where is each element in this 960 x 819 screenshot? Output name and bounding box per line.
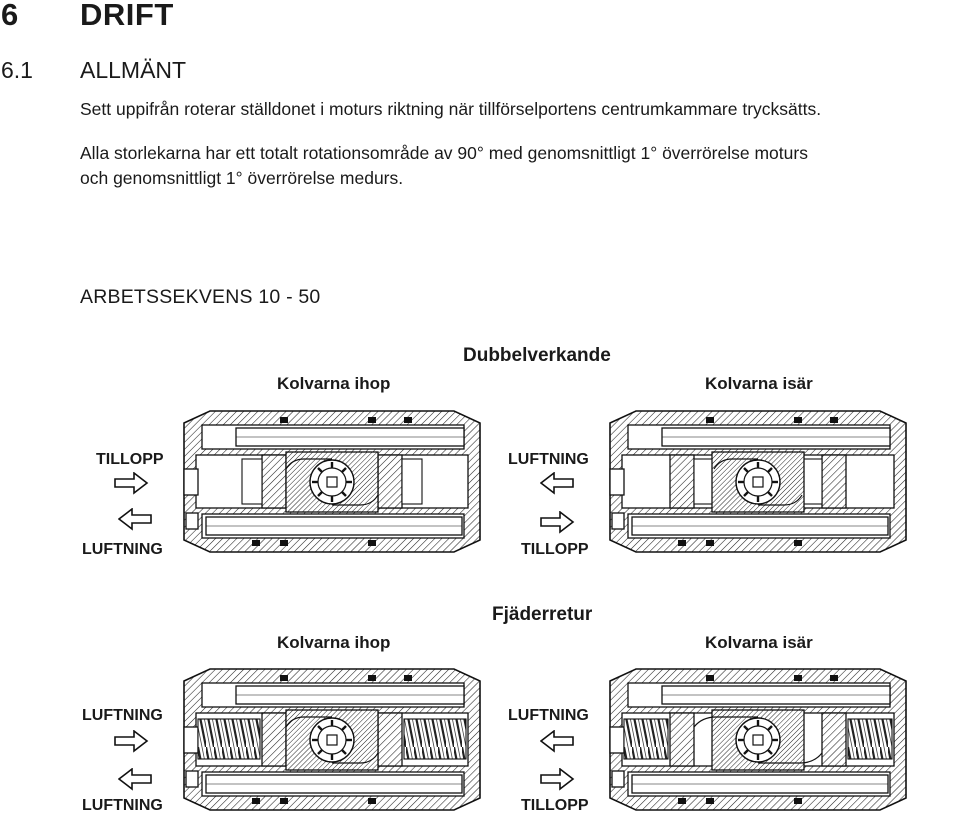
left-arrow-icon xyxy=(540,730,574,752)
paragraph-range-line2: och genomsnittligt 1° överrörelse medurs… xyxy=(80,168,404,188)
right-arrow-icon xyxy=(540,768,574,790)
spring-return-right-top-port: LUFTNING xyxy=(508,707,589,724)
double-acting-right-top-port: LUFTNING xyxy=(508,451,589,468)
spring-return-left-caption: Kolvarna ihop xyxy=(277,633,391,652)
section-number: 6 xyxy=(1,0,19,32)
right-arrow-icon xyxy=(540,511,574,533)
right-arrow-icon xyxy=(114,730,148,752)
subsection-title: ALLMÄNT xyxy=(80,57,187,83)
double-acting-left-bottom-port: LUFTNING xyxy=(82,541,163,558)
right-arrow-icon xyxy=(114,472,148,494)
spring-return-left-bottom-port: LUFTNING xyxy=(82,797,163,814)
spring-return-right-caption: Kolvarna isär xyxy=(705,633,813,652)
actuator-double-acting-pistons-together xyxy=(183,410,481,553)
double-acting-left-top-port: TILLOPP xyxy=(96,451,164,468)
spring-return-title: Fjäderretur xyxy=(492,604,593,625)
left-arrow-icon xyxy=(540,472,574,494)
double-acting-right-bottom-port: TILLOPP xyxy=(521,541,589,558)
spring-return-right-bottom-port: TILLOPP xyxy=(521,797,589,814)
actuator-double-acting-pistons-apart xyxy=(609,410,907,553)
spring-return-left-top-port: LUFTNING xyxy=(82,707,163,724)
double-acting-left-caption: Kolvarna ihop xyxy=(277,374,391,393)
paragraph-direction: Sett uppifrån roterar ställdonet i motur… xyxy=(80,99,822,119)
actuator-spring-return-pistons-together xyxy=(183,668,481,811)
section-title: DRIFT xyxy=(80,0,174,32)
paragraph-range-line1: Alla storlekarna har ett totalt rotation… xyxy=(80,143,808,163)
subsection-number: 6.1 xyxy=(1,57,33,83)
actuator-spring-return-pistons-apart xyxy=(609,668,907,811)
left-arrow-icon xyxy=(118,768,152,790)
double-acting-right-caption: Kolvarna isär xyxy=(705,374,813,393)
double-acting-title: Dubbelverkande xyxy=(463,345,611,366)
sequence-title: ARBETSSEKVENS 10 - 50 xyxy=(80,286,321,308)
left-arrow-icon xyxy=(118,508,152,530)
